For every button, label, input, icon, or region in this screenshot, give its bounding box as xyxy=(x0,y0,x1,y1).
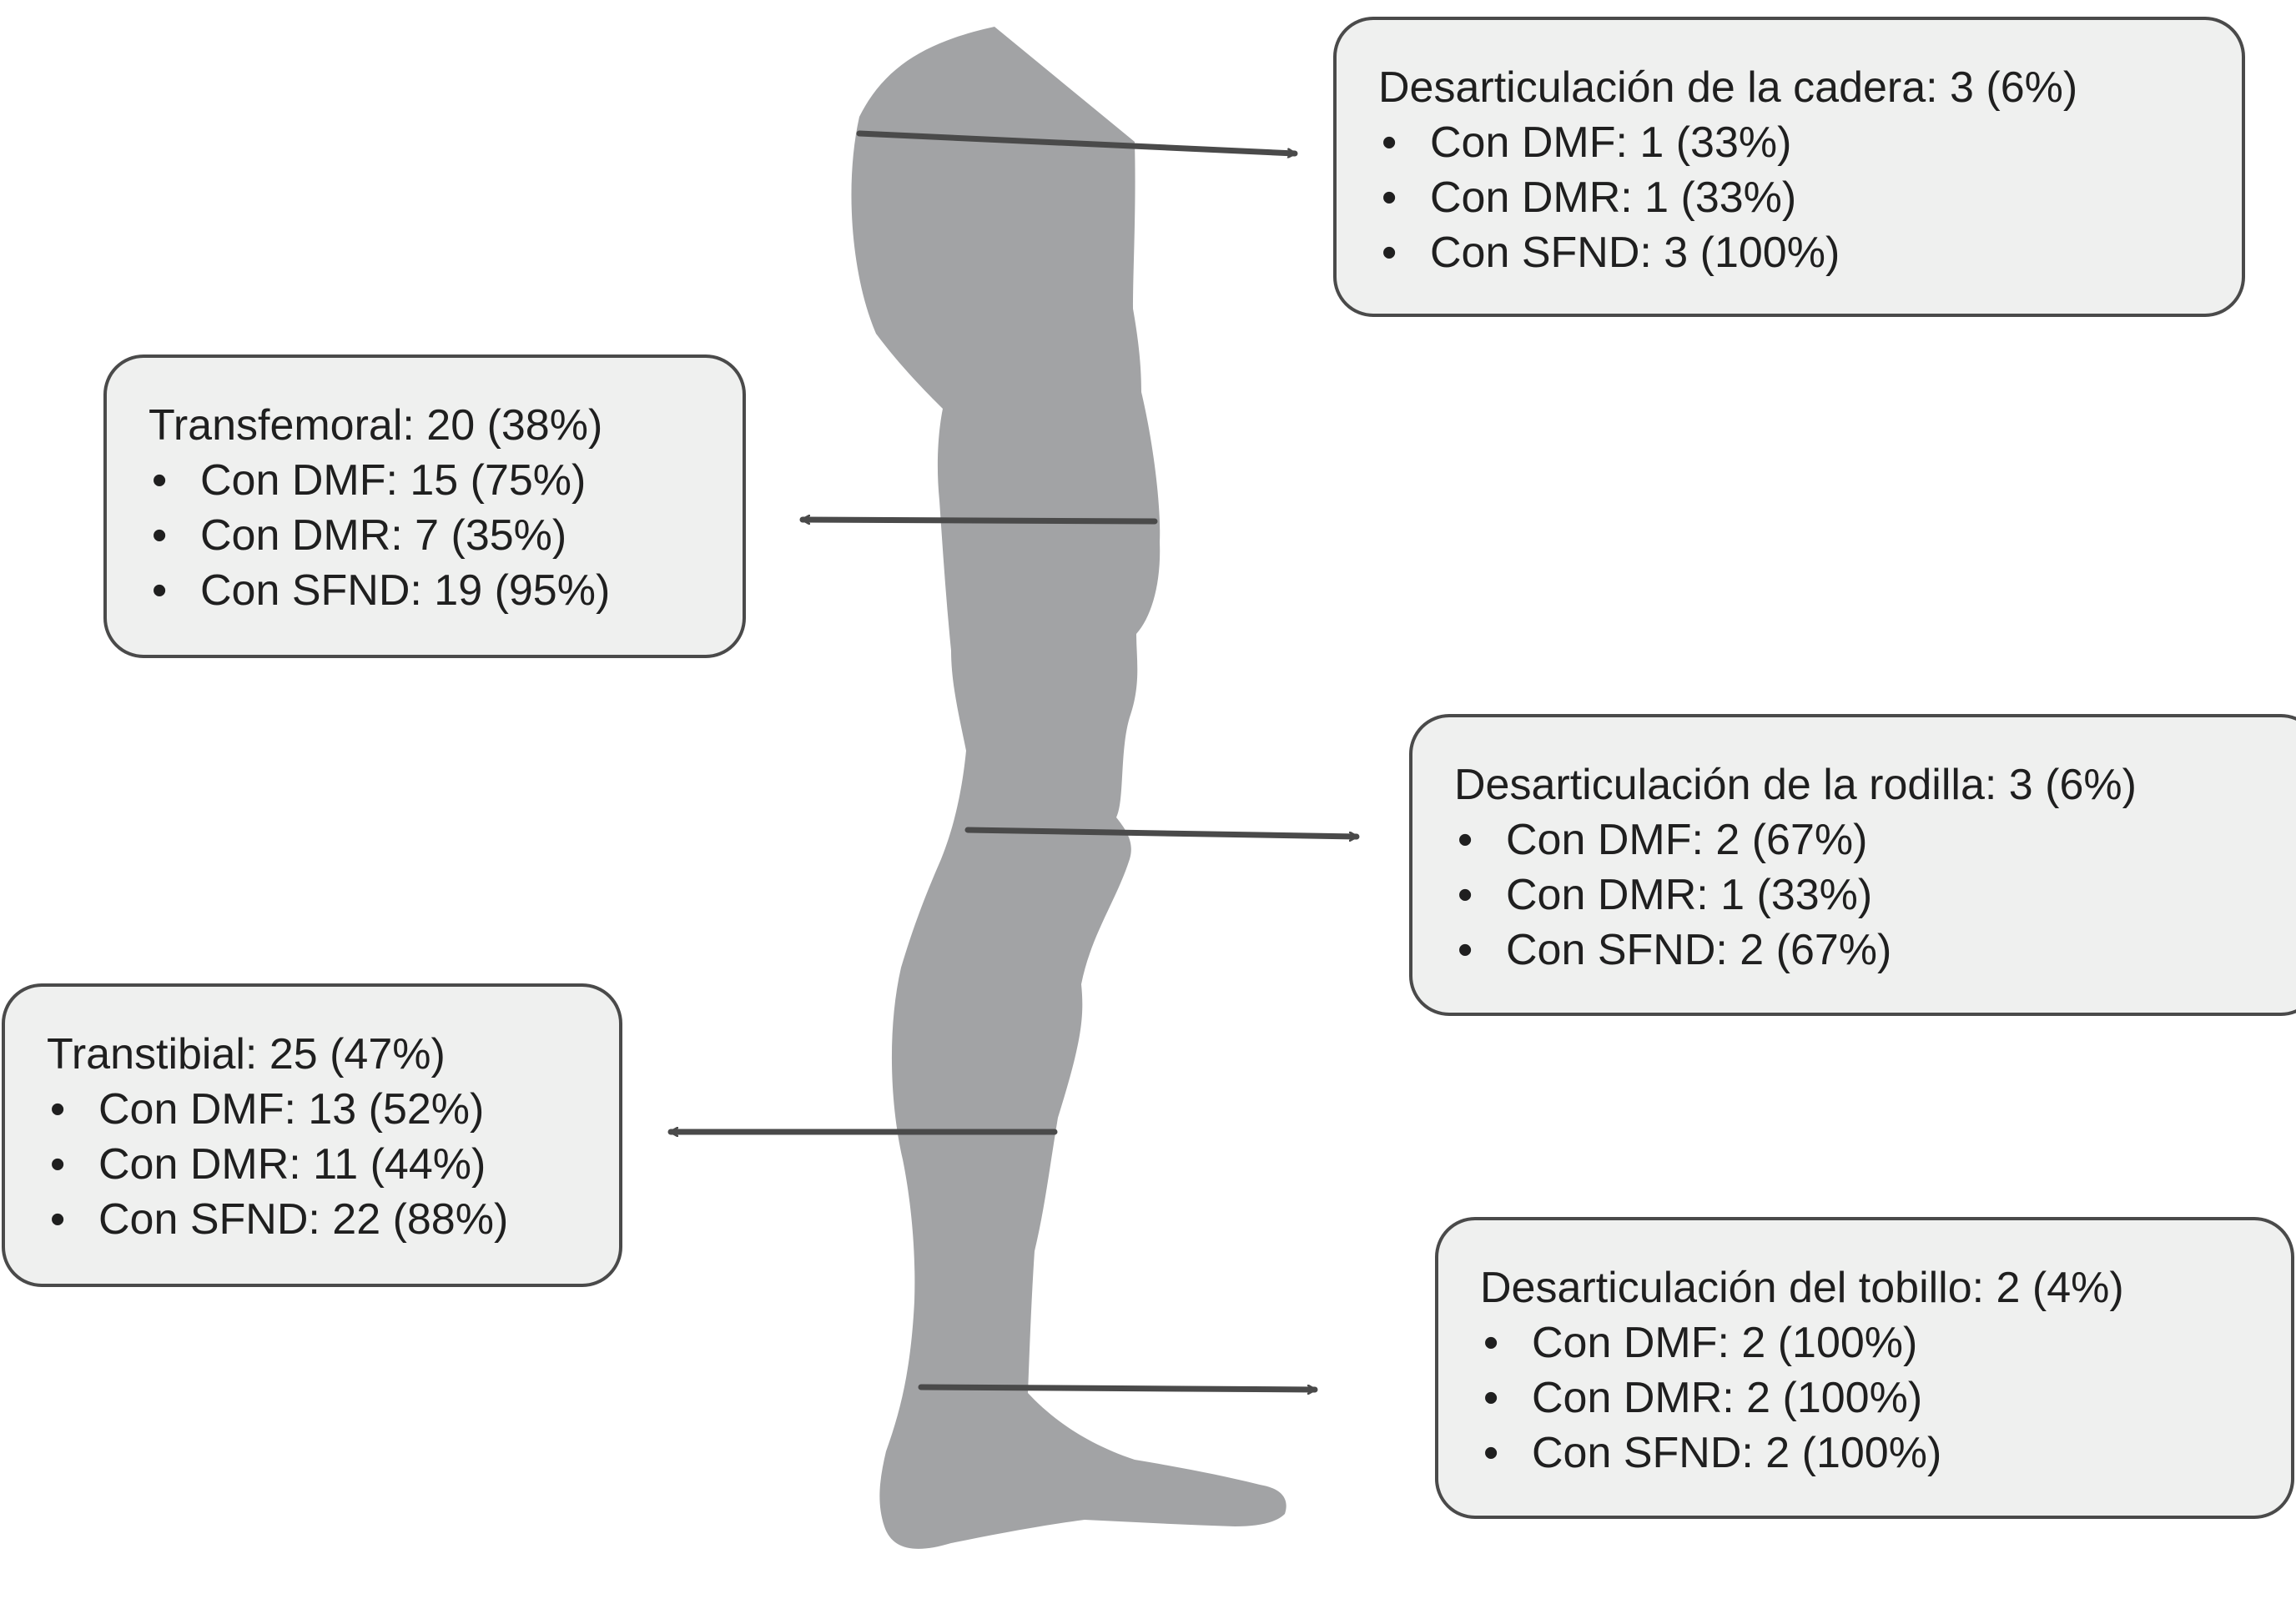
transtibial-title: Transtibial: 25 (47%) xyxy=(47,1030,446,1079)
knee-disarticulation-title: Desarticulación de la rodilla: 3 (6%) xyxy=(1454,761,2137,809)
item-text: Con DMF: 2 (100%) xyxy=(1532,1319,1918,1367)
list-item: • Con SFND: 3 (100%) xyxy=(1378,225,2242,280)
bullet: • xyxy=(1458,871,1473,919)
bullet: • xyxy=(50,1140,66,1189)
item-text: Con DMR: 1 (33%) xyxy=(1430,173,1797,222)
transtibial-list: • Con DMF: 13 (52%) • Con DMR: 11 (44%) • C… xyxy=(47,1082,619,1247)
bullet: • xyxy=(50,1195,66,1244)
bullet: • xyxy=(1483,1429,1499,1477)
item-text: Con SFND: 3 (100%) xyxy=(1430,229,1840,277)
item-text: Con SFND: 2 (100%) xyxy=(1532,1429,1942,1477)
bullet: • xyxy=(152,566,168,615)
hip-level-arrow xyxy=(856,130,1298,153)
knee-level-arrow xyxy=(964,827,1360,837)
list-item: • Con DMF: 1 (33%) xyxy=(1378,115,2242,170)
level-lines xyxy=(667,130,1360,1390)
bullet: • xyxy=(1382,118,1397,167)
item-text: Con DMR: 11 (44%) xyxy=(98,1140,486,1189)
list-item: • Con DMF: 13 (52%) xyxy=(47,1082,619,1137)
transtibial-box: Transtibial: 25 (47%) • Con DMF: 13 (52%)… xyxy=(2,983,622,1287)
hip-disarticulation-list: • Con DMF: 1 (33%) • Con DMR: 1 (33%) • Con… xyxy=(1378,115,2242,280)
list-item: • Con DMR: 2 (100%) xyxy=(1480,1370,2291,1425)
item-text: Con DMF: 2 (67%) xyxy=(1506,816,1868,864)
list-item: • Con DMR: 1 (33%) xyxy=(1454,867,2296,923)
list-item: • Con SFND: 2 (67%) xyxy=(1454,923,2296,978)
item-text: Con DMF: 15 (75%) xyxy=(200,456,587,505)
item-text: Con DMR: 1 (33%) xyxy=(1506,871,1873,919)
ankle-disarticulation-list: • Con DMF: 2 (100%) • Con DMR: 2 (100%) • C… xyxy=(1480,1315,2291,1481)
knee-disarticulation-box: Desarticulación de la rodilla: 3 (6%) • C… xyxy=(1409,714,2296,1016)
transfemoral-title: Transfemoral: 20 (38%) xyxy=(149,401,603,450)
knee-disarticulation-list: • Con DMF: 2 (67%) • Con DMR: 1 (33%) • Con… xyxy=(1454,812,2296,978)
bullet: • xyxy=(1483,1374,1499,1422)
transfemoral-list: • Con DMF: 15 (75%) • Con DMR: 7 (35%) • Co… xyxy=(149,453,743,618)
bullet: • xyxy=(1458,816,1473,864)
item-text: Con DMF: 1 (33%) xyxy=(1430,118,1792,167)
item-text: Con SFND: 22 (88%) xyxy=(98,1195,509,1244)
bullet: • xyxy=(50,1085,66,1134)
leg-silhouette xyxy=(851,27,1286,1549)
list-item: • Con DMR: 11 (44%) xyxy=(47,1137,619,1192)
list-item: • Con DMF: 15 (75%) xyxy=(149,453,743,508)
ankle-level-arrow xyxy=(918,1384,1318,1390)
item-text: Con SFND: 19 (95%) xyxy=(200,566,611,615)
bullet: • xyxy=(1458,926,1473,974)
list-item: • Con SFND: 19 (95%) xyxy=(149,563,743,618)
hip-disarticulation-box: Desarticulación de la cadera: 3 (6%) • Co… xyxy=(1333,17,2245,317)
list-item: • Con DMF: 2 (100%) xyxy=(1480,1315,2291,1370)
bullet: • xyxy=(1382,229,1397,277)
bullet: • xyxy=(152,511,168,560)
transfemoral-box: Transfemoral: 20 (38%) • Con DMF: 15 (75%… xyxy=(103,354,746,658)
item-text: Con DMR: 7 (35%) xyxy=(200,511,567,560)
ankle-disarticulation-title: Desarticulación del tobillo: 2 (4%) xyxy=(1480,1264,2124,1312)
ankle-disarticulation-box: Desarticulación del tobillo: 2 (4%) • Con… xyxy=(1435,1217,2294,1519)
list-item: • Con SFND: 2 (100%) xyxy=(1480,1425,2291,1481)
item-text: Con DMR: 2 (100%) xyxy=(1532,1374,1923,1422)
bullet: • xyxy=(152,456,168,505)
list-item: • Con DMR: 7 (35%) xyxy=(149,508,743,563)
item-text: Con SFND: 2 (67%) xyxy=(1506,926,1892,974)
item-text: Con DMF: 13 (52%) xyxy=(98,1085,485,1134)
list-item: • Con DMF: 2 (67%) xyxy=(1454,812,2296,867)
list-item: • Con DMR: 1 (33%) xyxy=(1378,170,2242,225)
list-item: • Con SFND: 22 (88%) xyxy=(47,1192,619,1247)
hip-disarticulation-title: Desarticulación de la cadera: 3 (6%) xyxy=(1378,63,2078,112)
transfemoral-level-arrow xyxy=(799,520,1158,521)
bullet: • xyxy=(1483,1319,1499,1367)
bullet: • xyxy=(1382,173,1397,222)
